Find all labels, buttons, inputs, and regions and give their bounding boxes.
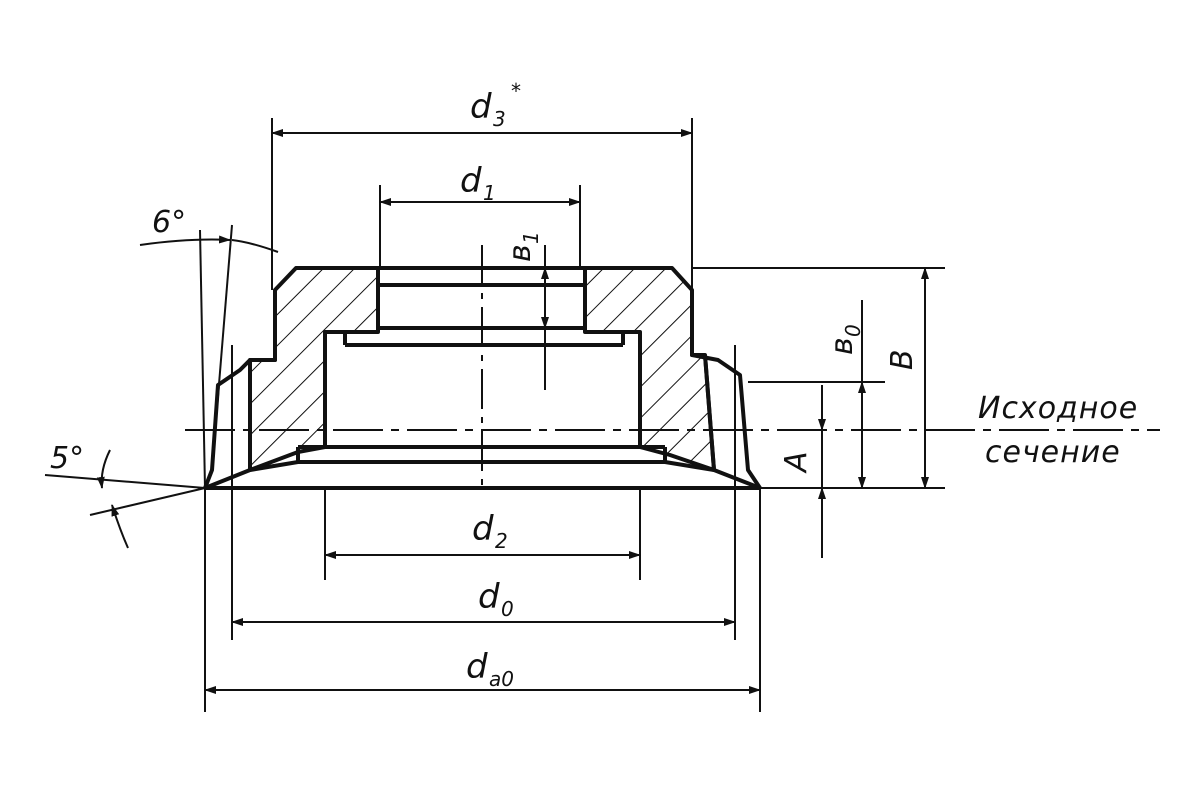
svg-text:0: 0 bbox=[501, 597, 514, 621]
svg-text:d: d bbox=[470, 87, 492, 127]
svg-text:в: в bbox=[825, 337, 860, 355]
arc-5deg-b bbox=[111, 504, 129, 549]
svg-text:*: * bbox=[511, 79, 521, 103]
svg-text:a0: a0 bbox=[489, 667, 514, 691]
label-b0: в 0 bbox=[825, 324, 865, 355]
label-angle-5: 5° bbox=[50, 441, 84, 476]
left-wall-section bbox=[248, 266, 380, 472]
arc-6deg bbox=[139, 235, 231, 246]
svg-text:в: в bbox=[503, 244, 538, 262]
label-initial-section-2: сечение bbox=[985, 435, 1121, 470]
svg-text:А: А bbox=[779, 451, 814, 474]
label-initial-section-1: Исходное bbox=[978, 391, 1138, 426]
svg-text:В: В bbox=[885, 349, 920, 370]
label-d3: d 3 * bbox=[470, 79, 521, 131]
label-B: В bbox=[885, 349, 920, 370]
label-d0: d 0 bbox=[478, 577, 514, 621]
label-angle-6: 6° bbox=[152, 205, 186, 240]
svg-text:2: 2 bbox=[495, 529, 508, 553]
right-wall-section bbox=[583, 266, 716, 472]
label-da0: d a0 bbox=[466, 647, 514, 691]
svg-text:1: 1 bbox=[519, 231, 543, 244]
arc-5deg bbox=[96, 449, 111, 489]
arc-6deg-b bbox=[231, 239, 279, 253]
label-b1: в 1 bbox=[503, 231, 543, 262]
svg-text:d: d bbox=[478, 577, 500, 617]
svg-text:d: d bbox=[466, 647, 488, 687]
label-d2: d 2 bbox=[472, 509, 508, 553]
label-A: А bbox=[779, 451, 814, 474]
svg-text:d: d bbox=[472, 509, 494, 549]
label-d1: d 1 bbox=[460, 161, 496, 205]
svg-text:1: 1 bbox=[483, 181, 496, 205]
svg-text:0: 0 bbox=[841, 324, 865, 337]
dimension-lines bbox=[96, 129, 929, 694]
svg-text:3: 3 bbox=[493, 107, 506, 131]
svg-text:d: d bbox=[460, 161, 482, 201]
